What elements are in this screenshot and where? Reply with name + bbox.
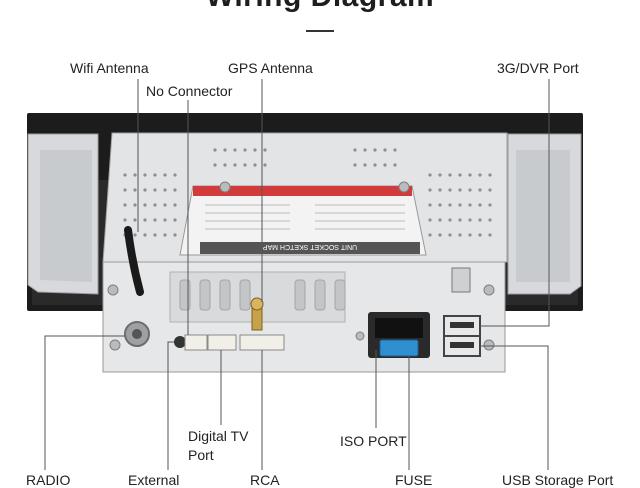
label-digital-tv-port: Port <box>188 447 214 463</box>
title-underline <box>306 30 334 32</box>
label-no-connector: No Connector <box>146 83 233 99</box>
sticker-title: UNIT SOCKET SKETCH MAP <box>263 243 358 250</box>
sticker-warning-band <box>193 186 412 196</box>
sticker-title-band <box>200 242 420 254</box>
gps-connector-cap <box>250 297 264 311</box>
label-usb-storage-port: USB Storage Port <box>502 472 614 488</box>
label-fuse: FUSE <box>395 472 433 488</box>
label-rca: RCA <box>250 472 280 488</box>
wifi-antenna-cable <box>124 226 144 296</box>
right-bracket-inner <box>516 150 570 282</box>
radio-socket-pin <box>132 329 142 339</box>
external-callout <box>167 341 174 470</box>
vent-holes <box>123 148 492 237</box>
radio-callout <box>44 335 125 470</box>
fuse-block <box>379 339 419 357</box>
left-bracket-inner <box>40 150 92 282</box>
iso-port-pins <box>375 318 423 338</box>
screws <box>107 181 495 351</box>
rca-socket <box>239 334 285 351</box>
label-iso-port: ISO PORT <box>340 433 407 449</box>
label-gps-antenna: GPS Antenna <box>228 60 313 76</box>
diagram-title: Wiring Diagram <box>0 0 640 14</box>
callout-lines <box>44 79 550 470</box>
dvr-callout <box>480 79 550 327</box>
external-jack <box>174 336 186 348</box>
rear-bracket-lever <box>451 267 471 293</box>
usb-storage-callout <box>480 345 549 470</box>
label-wifi-antenna: Wifi Antenna <box>70 60 149 76</box>
label-digital-tv: Digital TV <box>188 428 249 444</box>
digital-tv-socket <box>207 334 237 351</box>
label-radio: RADIO <box>26 472 71 488</box>
sticker-text-lines <box>205 204 405 230</box>
label-dvr-port: 3G/DVR Port <box>497 60 579 76</box>
label-external: External <box>128 472 180 488</box>
gps-connector <box>251 307 263 331</box>
no-connector-socket <box>184 334 208 351</box>
